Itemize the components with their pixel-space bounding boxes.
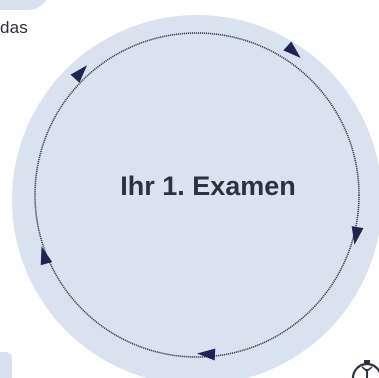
bottom-left-accent-tab bbox=[0, 352, 12, 378]
center-title: Ihr 1. Examen bbox=[120, 171, 296, 201]
clock-icon bbox=[351, 360, 379, 378]
top-left-accent-tab bbox=[0, 0, 50, 10]
cycle-arc bbox=[34, 32, 360, 358]
arrow-head-icon bbox=[351, 226, 364, 245]
top-left-partial-label: das bbox=[0, 18, 29, 37]
arrow-head-icon bbox=[40, 246, 53, 266]
cycle-background-circle bbox=[12, 15, 379, 378]
arrow-head-icon bbox=[70, 65, 88, 83]
arrow-head-icon bbox=[197, 348, 216, 361]
arrow-head-icon bbox=[283, 41, 301, 59]
